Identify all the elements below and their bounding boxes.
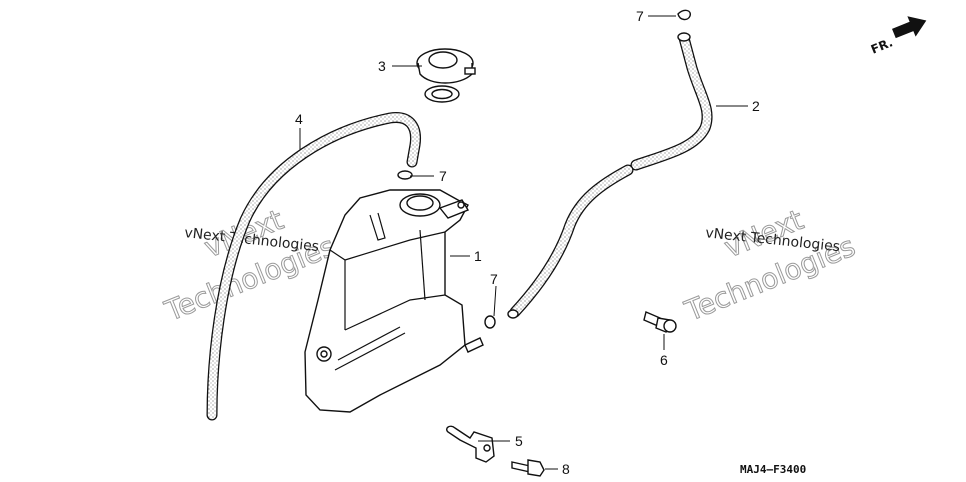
callout-7-lower: 7	[490, 271, 498, 287]
callout-1: 1	[474, 248, 482, 264]
callout-2: 2	[752, 98, 760, 114]
hose-end-icon	[677, 32, 691, 42]
callout-5: 5	[515, 433, 523, 449]
flange-bolt	[643, 311, 677, 333]
callout-6: 6	[660, 352, 668, 368]
watermark-right: vNext Technologies vNext Technologies	[679, 202, 860, 328]
direction-indicator: FR.	[869, 16, 927, 57]
callout-7-top: 7	[636, 8, 644, 24]
arrow-right-icon	[892, 16, 927, 39]
reserve-tank	[304, 189, 484, 413]
reserve-tank-cap	[416, 48, 476, 103]
siphon-hose-upper	[630, 32, 713, 171]
diagram-code: MAJ4—F3400	[740, 463, 806, 476]
leader-lines	[299, 15, 748, 470]
tapping-bolt	[511, 459, 545, 477]
stay-bracket	[446, 425, 495, 463]
hose-clip-top	[677, 9, 691, 21]
callout-7-middle: 7	[439, 168, 447, 184]
callout-4: 4	[295, 111, 303, 127]
hose-clip-middle	[397, 170, 413, 180]
direction-label: FR.	[869, 35, 895, 56]
overflow-hose	[206, 111, 422, 421]
callout-3: 3	[378, 58, 386, 74]
siphon-hose-lower	[507, 164, 634, 319]
callout-8: 8	[562, 461, 570, 477]
hose-clip-lower	[484, 315, 496, 329]
hose-end-icon	[507, 309, 519, 319]
